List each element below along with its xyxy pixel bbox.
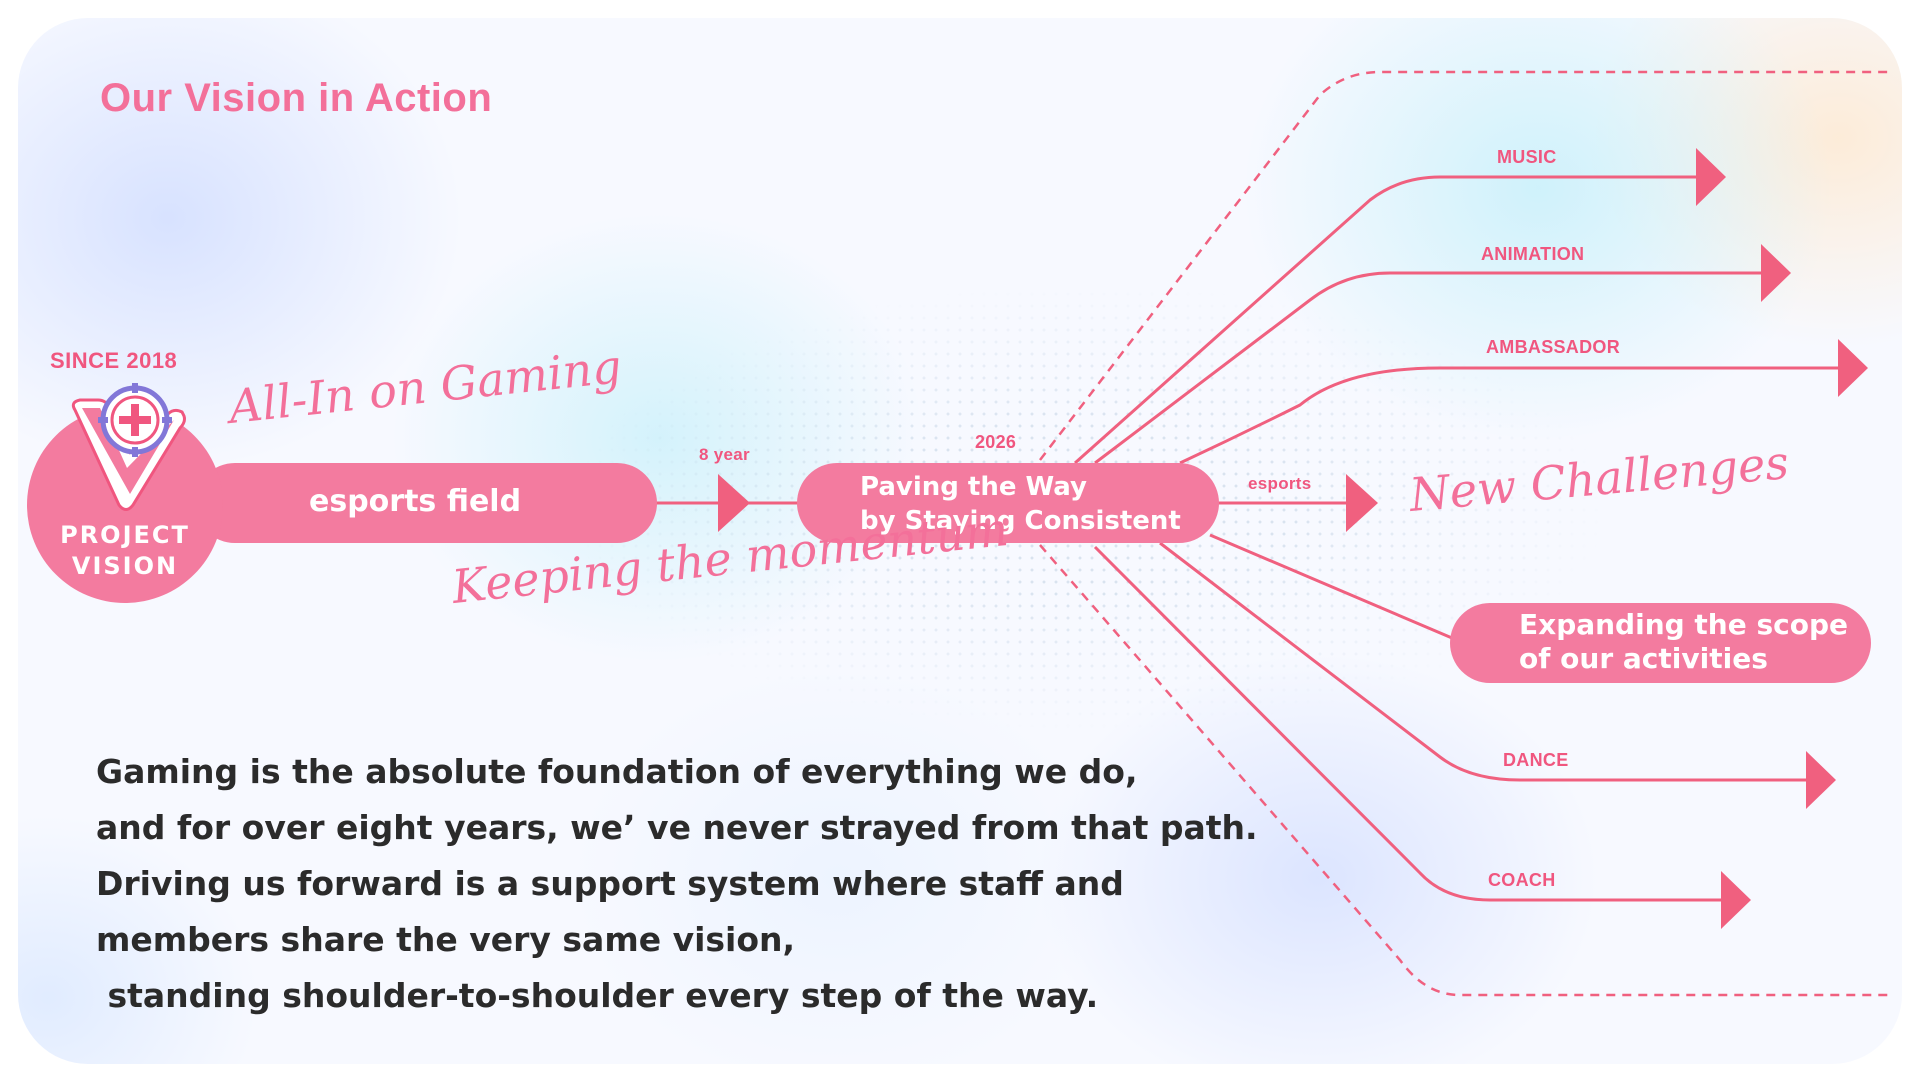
esports-label: esports: [1248, 474, 1312, 493]
arrowhead-esports: [1346, 474, 1378, 532]
vision-statement: Gaming is the absolute foundation of eve…: [96, 744, 1258, 1024]
since-label: SINCE 2018: [50, 348, 178, 373]
statement-line-2: and for over eight years, we’ ve never s…: [96, 808, 1258, 847]
branch-line-coach: [1093, 545, 1725, 902]
branch-label-dance: DANCE: [1503, 750, 1569, 770]
statement-line-1: Gaming is the absolute foundation of eve…: [96, 752, 1138, 791]
branch-label-music: MUSIC: [1497, 147, 1557, 167]
arrowhead-animation: [1761, 244, 1791, 302]
branch-line-ambassador: [1179, 366, 1842, 465]
year-label: 2026: [975, 432, 1017, 452]
pill-esports-field: [195, 463, 657, 543]
page-title: Our Vision in Action: [100, 76, 493, 120]
branch-line-animation: [1094, 271, 1765, 465]
duration-label: 8 year: [699, 445, 750, 464]
branch-label-animation: ANIMATION: [1481, 244, 1585, 264]
arrowhead-8year: [718, 474, 750, 532]
branch-label-ambassador: AMBASSADOR: [1486, 337, 1621, 357]
branch-line-music: [1074, 175, 1700, 465]
arrowhead-dance: [1806, 751, 1836, 809]
center-pill-line-1: Paving the Way: [860, 472, 1088, 502]
branch-label-coach: COACH: [1488, 870, 1556, 890]
arrowhead-coach: [1721, 871, 1751, 929]
expand-pill-line-2: of our activities: [1519, 642, 1768, 675]
center-pill-label: Paving the Way by Staying Consistent: [860, 470, 1181, 538]
logo-line-1: PROJECT: [60, 521, 190, 549]
statement-line-4: members share the very same vision,: [96, 920, 796, 959]
pill-paving-the-way: [797, 463, 1219, 543]
logo-line-2: VISION: [71, 552, 179, 580]
expand-pill-label: Expanding the scope of our activities: [1519, 608, 1848, 676]
expand-pill-line-1: Expanding the scope: [1519, 608, 1849, 641]
center-pill-line-2: by Staying Consistent: [860, 506, 1181, 536]
arrowhead-ambassador: [1838, 339, 1868, 397]
start-pill-label: esports field: [309, 484, 522, 519]
statement-line-5: standing shoulder-to-shoulder every step…: [96, 976, 1099, 1015]
project-vision-label: PROJECT VISION: [40, 520, 210, 582]
branch-line-dance: [1159, 541, 1810, 782]
statement-line-3: Driving us forward is a support system w…: [96, 864, 1124, 903]
arrowhead-music: [1696, 148, 1726, 206]
dashed-boundary-bottom: [1039, 544, 1890, 997]
crosshair-target-icon: [98, 383, 172, 457]
pill-expanding-scope: [1450, 603, 1871, 683]
branch-line-expand: [1209, 533, 1453, 640]
